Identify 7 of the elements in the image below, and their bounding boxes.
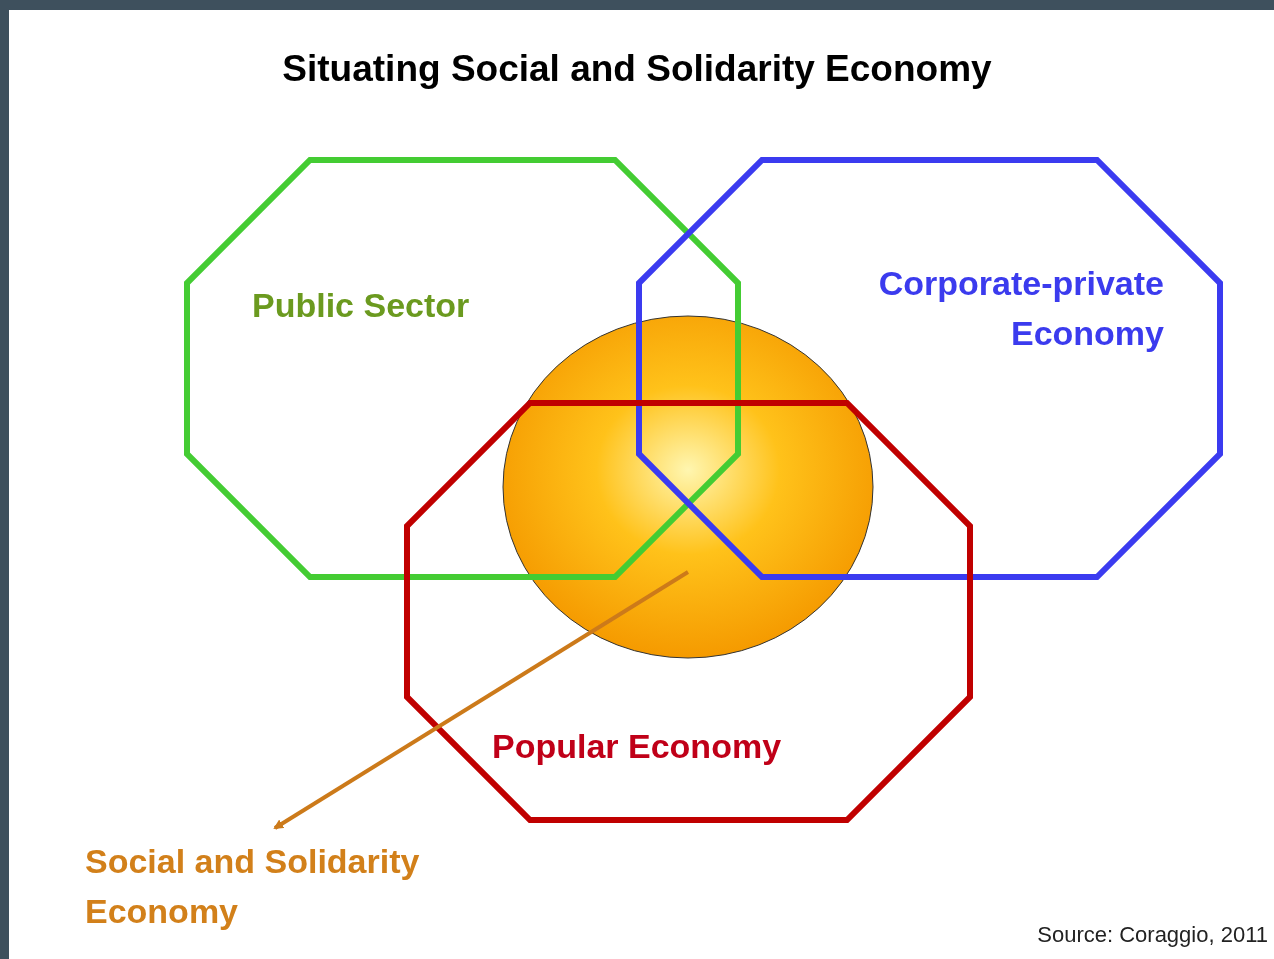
- callout-text: Social and Solidarity Economy: [85, 841, 421, 932]
- leader-line: [273, 570, 690, 830]
- region-label: Popular Economy: [492, 726, 783, 767]
- source-note: Source: Coraggio, 2011: [1037, 922, 1268, 948]
- region-label: Corporate-private Economy: [877, 263, 1164, 354]
- region-label: Public Sector: [252, 285, 471, 326]
- title: Situating Social and Solidarity Economy: [282, 48, 992, 90]
